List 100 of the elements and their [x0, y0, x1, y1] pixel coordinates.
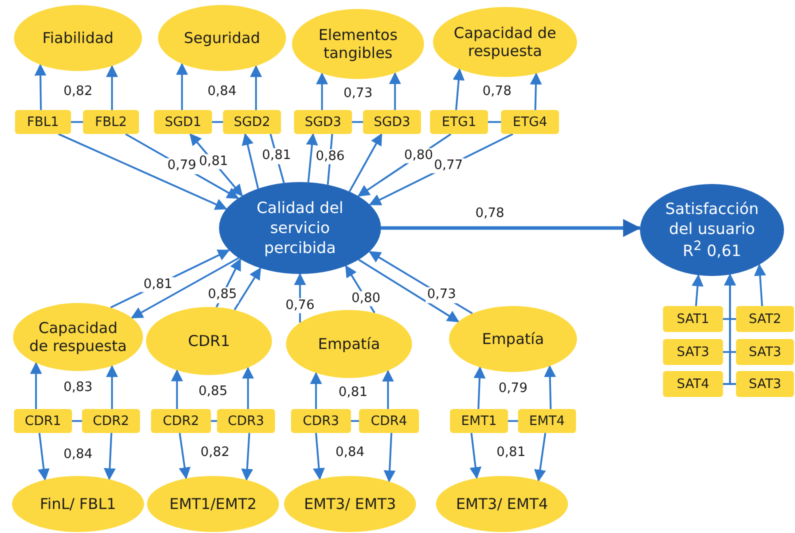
node-sublabel: R$^{2}$ 0,61 — [682, 238, 742, 262]
edge-label: 0,85 — [206, 287, 239, 303]
indicator-box — [15, 110, 71, 134]
loading-value: 0,85 — [198, 384, 228, 400]
indicator-box — [430, 110, 488, 134]
indicator-box — [363, 110, 421, 134]
indicator-box — [83, 110, 139, 134]
node-label: SGD3 — [304, 114, 342, 130]
indicator-box — [359, 409, 419, 433]
node-label: CDR3 — [302, 414, 340, 428]
indicator-box — [663, 306, 723, 332]
arrow — [178, 432, 191, 480]
arrow — [358, 258, 460, 322]
node-label: CDR4 — [370, 414, 408, 428]
indicator-box — [736, 371, 794, 397]
connector-line — [352, 121, 363, 123]
indicator-box — [14, 409, 72, 433]
arrow — [38, 432, 50, 481]
arrow — [310, 372, 322, 409]
loading-value: 0,82 — [200, 445, 230, 461]
indicator-box — [501, 110, 559, 134]
indicator-box — [291, 409, 351, 433]
connector-line — [212, 121, 223, 123]
arrow — [382, 370, 394, 409]
loading-value: 0,84 — [62, 447, 94, 463]
node-label: SAT3 — [748, 344, 782, 360]
indicator-box — [151, 409, 211, 433]
node-label: SGD1 — [164, 114, 202, 130]
connector-line — [72, 420, 82, 422]
arrow — [130, 257, 240, 319]
arrow — [692, 274, 704, 306]
edge-label: 0,80 — [402, 148, 436, 164]
indicator-box — [154, 110, 212, 134]
indicator-box — [82, 409, 140, 433]
node-label: Capacidad de respuesta — [452, 24, 558, 60]
indicator-box — [736, 306, 794, 332]
node-label: EMT3/ EMT3 — [302, 495, 398, 513]
node-label: SGD3 — [374, 114, 410, 130]
edge-label: 0,77 — [432, 158, 465, 174]
node-label: Calidad del servicio percibida — [256, 198, 344, 258]
arrow — [348, 133, 382, 192]
node-label: SGD2 — [234, 114, 270, 130]
arrow — [312, 432, 325, 480]
arrow — [104, 432, 116, 480]
connector-line — [488, 121, 501, 123]
arrow — [316, 72, 328, 110]
node-label: SAT3 — [676, 344, 710, 360]
indicator-box — [663, 371, 723, 397]
node-label: Capacidad de respuesta — [28, 319, 128, 355]
node-label: SAT1 — [676, 312, 710, 326]
arrow — [241, 432, 254, 481]
arrow — [34, 64, 46, 110]
loading-value: 0,83 — [62, 380, 94, 396]
connector-line — [71, 121, 83, 123]
node-label: Empatía — [480, 330, 546, 348]
node-label: ETG4 — [512, 114, 548, 130]
loading-value: 0,73 — [342, 86, 374, 102]
loading-value: 0,78 — [482, 84, 512, 100]
connector-line — [723, 318, 736, 320]
arrow — [250, 65, 262, 110]
node-label: EMT1 — [461, 414, 497, 428]
indicator-box — [223, 110, 281, 134]
edge-label: 0,81 — [260, 148, 293, 164]
arrow — [452, 68, 465, 110]
arrow — [106, 65, 118, 110]
arrow — [58, 133, 228, 210]
arrow — [242, 133, 259, 189]
arrow — [534, 432, 546, 482]
node-label: Seguridad — [182, 29, 262, 47]
arrow — [306, 133, 318, 182]
arrow — [474, 366, 486, 410]
node-label: EMT3/ EMT4 — [454, 495, 550, 513]
node-label: Fiabilidad — [41, 29, 115, 47]
arrow — [544, 365, 556, 410]
edge-label: 0,73 — [425, 287, 458, 303]
node-label: EMT4 — [529, 414, 565, 428]
node-label: FBL2 — [95, 114, 127, 130]
arrow — [30, 362, 42, 409]
connector-line — [351, 420, 359, 422]
arrow — [389, 72, 401, 110]
indicator-box — [217, 409, 275, 433]
indicator-box — [518, 409, 576, 433]
node-label: Satisfacción del usuario — [664, 198, 760, 239]
indicator-box — [736, 339, 794, 365]
edge-label: 0,80 — [349, 291, 382, 307]
arrow — [171, 369, 183, 409]
edge-label: 0,79 — [165, 158, 198, 174]
arrow — [384, 432, 396, 482]
node-label: CDR1 — [187, 332, 231, 350]
arrow — [754, 264, 766, 306]
node-label: Empatía — [316, 335, 382, 353]
loading-value: 0,81 — [496, 445, 526, 461]
loading-value: 0,84 — [334, 445, 366, 461]
edge-label: 0,81 — [197, 154, 230, 170]
node-label: CDR1 — [24, 414, 62, 428]
node-label: SAT3 — [748, 376, 782, 392]
loading-value: 0,79 — [498, 381, 528, 397]
node-label: FBL1 — [27, 114, 59, 130]
node-label: EMT1/EMT2 — [168, 495, 258, 513]
loading-value: 0,84 — [206, 84, 238, 100]
